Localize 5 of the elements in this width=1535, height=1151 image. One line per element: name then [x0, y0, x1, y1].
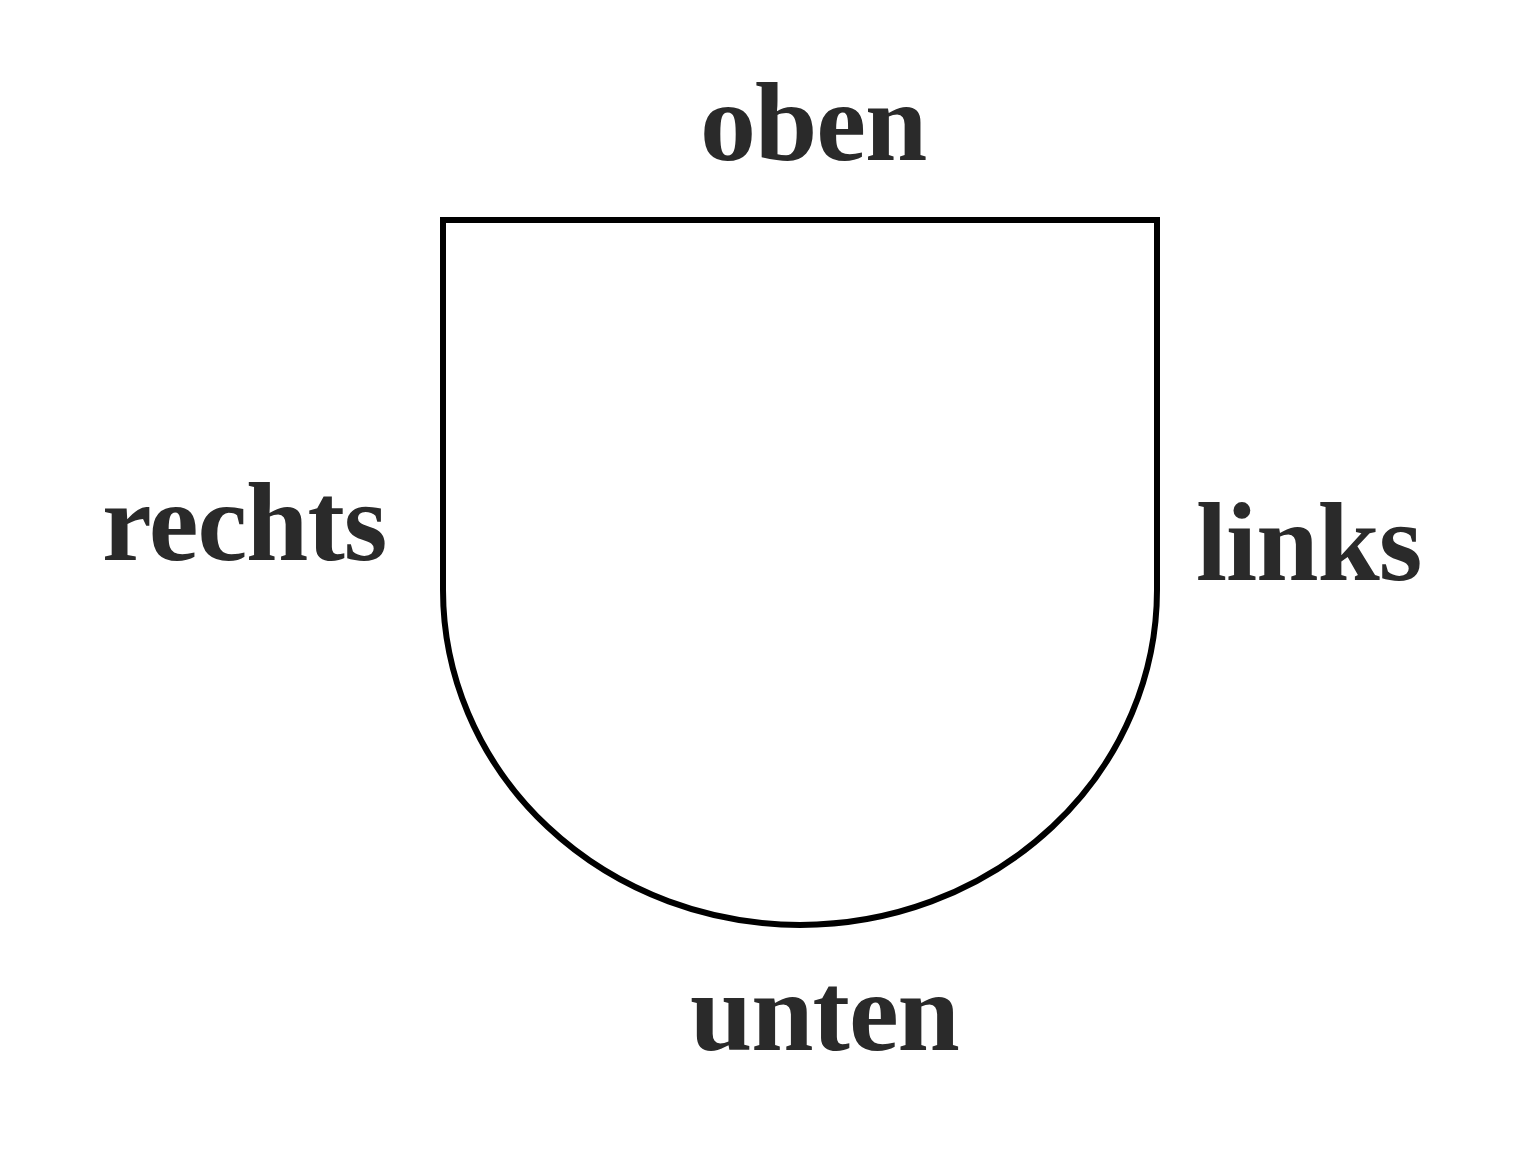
side-label: unten — [690, 956, 959, 1068]
shield-outline — [440, 217, 1160, 928]
side-label: rechts — [102, 466, 387, 578]
side-label: oben — [700, 66, 927, 178]
side-label: links — [1196, 486, 1422, 598]
